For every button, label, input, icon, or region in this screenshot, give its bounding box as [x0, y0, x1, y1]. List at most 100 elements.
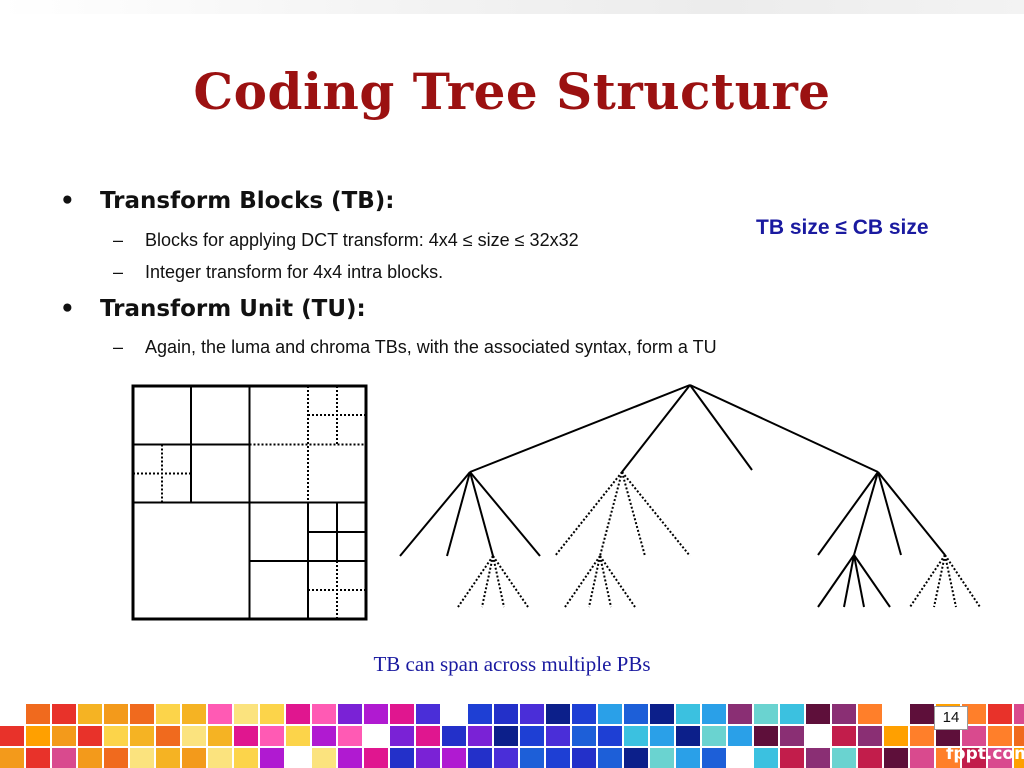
color-tile — [364, 726, 388, 746]
color-tile — [754, 704, 778, 724]
color-tile — [208, 704, 232, 724]
color-tile — [936, 726, 960, 746]
color-tile — [182, 704, 206, 724]
color-tile — [910, 748, 934, 768]
color-tile — [988, 704, 1012, 724]
color-tile — [390, 726, 414, 746]
dash-marker: – — [113, 262, 124, 282]
color-tile — [234, 726, 258, 746]
color-tile — [234, 704, 258, 724]
color-tile — [0, 704, 24, 724]
color-tile — [754, 726, 778, 746]
color-tile — [182, 748, 206, 768]
color-tile — [52, 748, 76, 768]
color-tile — [286, 726, 310, 746]
color-tile — [338, 748, 362, 768]
color-tile — [598, 704, 622, 724]
color-tile — [884, 748, 908, 768]
color-tile — [104, 726, 128, 746]
color-tile — [312, 726, 336, 746]
color-tile — [832, 748, 856, 768]
color-tile — [676, 726, 700, 746]
color-tile — [676, 748, 700, 768]
color-tile — [1014, 748, 1024, 768]
color-tile — [26, 748, 50, 768]
color-tile — [364, 748, 388, 768]
color-tile — [312, 704, 336, 724]
color-tile — [858, 704, 882, 724]
color-tile — [416, 726, 440, 746]
color-tile — [962, 748, 986, 768]
color-tile — [104, 748, 128, 768]
color-tile — [546, 704, 570, 724]
color-tile — [624, 748, 648, 768]
color-tile — [286, 704, 310, 724]
color-tile — [442, 748, 466, 768]
subitem-text: Again, the luma and chroma TBs, with the… — [145, 337, 717, 357]
color-tile — [416, 748, 440, 768]
color-tile — [364, 704, 388, 724]
color-tile — [858, 748, 882, 768]
color-tile — [286, 748, 310, 768]
color-tile — [728, 704, 752, 724]
color-tile — [338, 726, 362, 746]
decorative-color-tile-strip — [0, 704, 1024, 768]
figure-caption: TB can span across multiple PBs — [373, 652, 651, 676]
color-tile — [1014, 704, 1024, 724]
color-tile — [390, 704, 414, 724]
top-fade-bar — [0, 0, 1024, 14]
bullet-dot: • — [60, 188, 75, 214]
color-tile — [572, 748, 596, 768]
color-tile — [858, 726, 882, 746]
color-tile — [494, 704, 518, 724]
color-tile — [546, 748, 570, 768]
color-tile — [806, 726, 830, 746]
color-tile — [988, 748, 1012, 768]
color-tile — [884, 726, 908, 746]
color-tile — [962, 726, 986, 746]
color-tile — [130, 704, 154, 724]
color-tile — [26, 704, 50, 724]
color-tile — [936, 748, 960, 768]
color-tile — [520, 726, 544, 746]
color-tile — [208, 748, 232, 768]
color-tile — [78, 726, 102, 746]
color-tile — [702, 704, 726, 724]
color-tile — [416, 704, 440, 724]
color-tile — [442, 726, 466, 746]
color-tile — [728, 748, 752, 768]
color-tile — [78, 748, 102, 768]
tb-size-note: TB size ≤ CB size — [756, 216, 929, 239]
color-tile — [468, 726, 492, 746]
color-tile — [1014, 726, 1024, 746]
color-tile — [702, 748, 726, 768]
color-tile — [520, 748, 544, 768]
color-tile — [52, 726, 76, 746]
color-tile — [598, 726, 622, 746]
color-tile — [494, 726, 518, 746]
bullet-label: Transform Unit (TU): — [100, 296, 366, 322]
color-tile — [598, 748, 622, 768]
color-tile — [26, 726, 50, 746]
color-tile — [884, 704, 908, 724]
color-tile — [52, 704, 76, 724]
color-tile — [572, 704, 596, 724]
color-tile — [832, 726, 856, 746]
color-tile — [0, 726, 24, 746]
color-tile — [390, 748, 414, 768]
slide-title: Coding Tree Structure — [193, 62, 831, 121]
color-tile — [650, 726, 674, 746]
color-tile — [156, 726, 180, 746]
color-tile — [468, 704, 492, 724]
color-tile — [156, 704, 180, 724]
color-tile — [806, 748, 830, 768]
color-tile — [624, 704, 648, 724]
color-tile — [624, 726, 648, 746]
color-tile — [780, 704, 804, 724]
coding-tree-diagram — [399, 384, 981, 608]
color-tile — [832, 704, 856, 724]
color-tile — [572, 726, 596, 746]
color-tile — [494, 748, 518, 768]
color-tile — [728, 726, 752, 746]
color-tile — [130, 748, 154, 768]
